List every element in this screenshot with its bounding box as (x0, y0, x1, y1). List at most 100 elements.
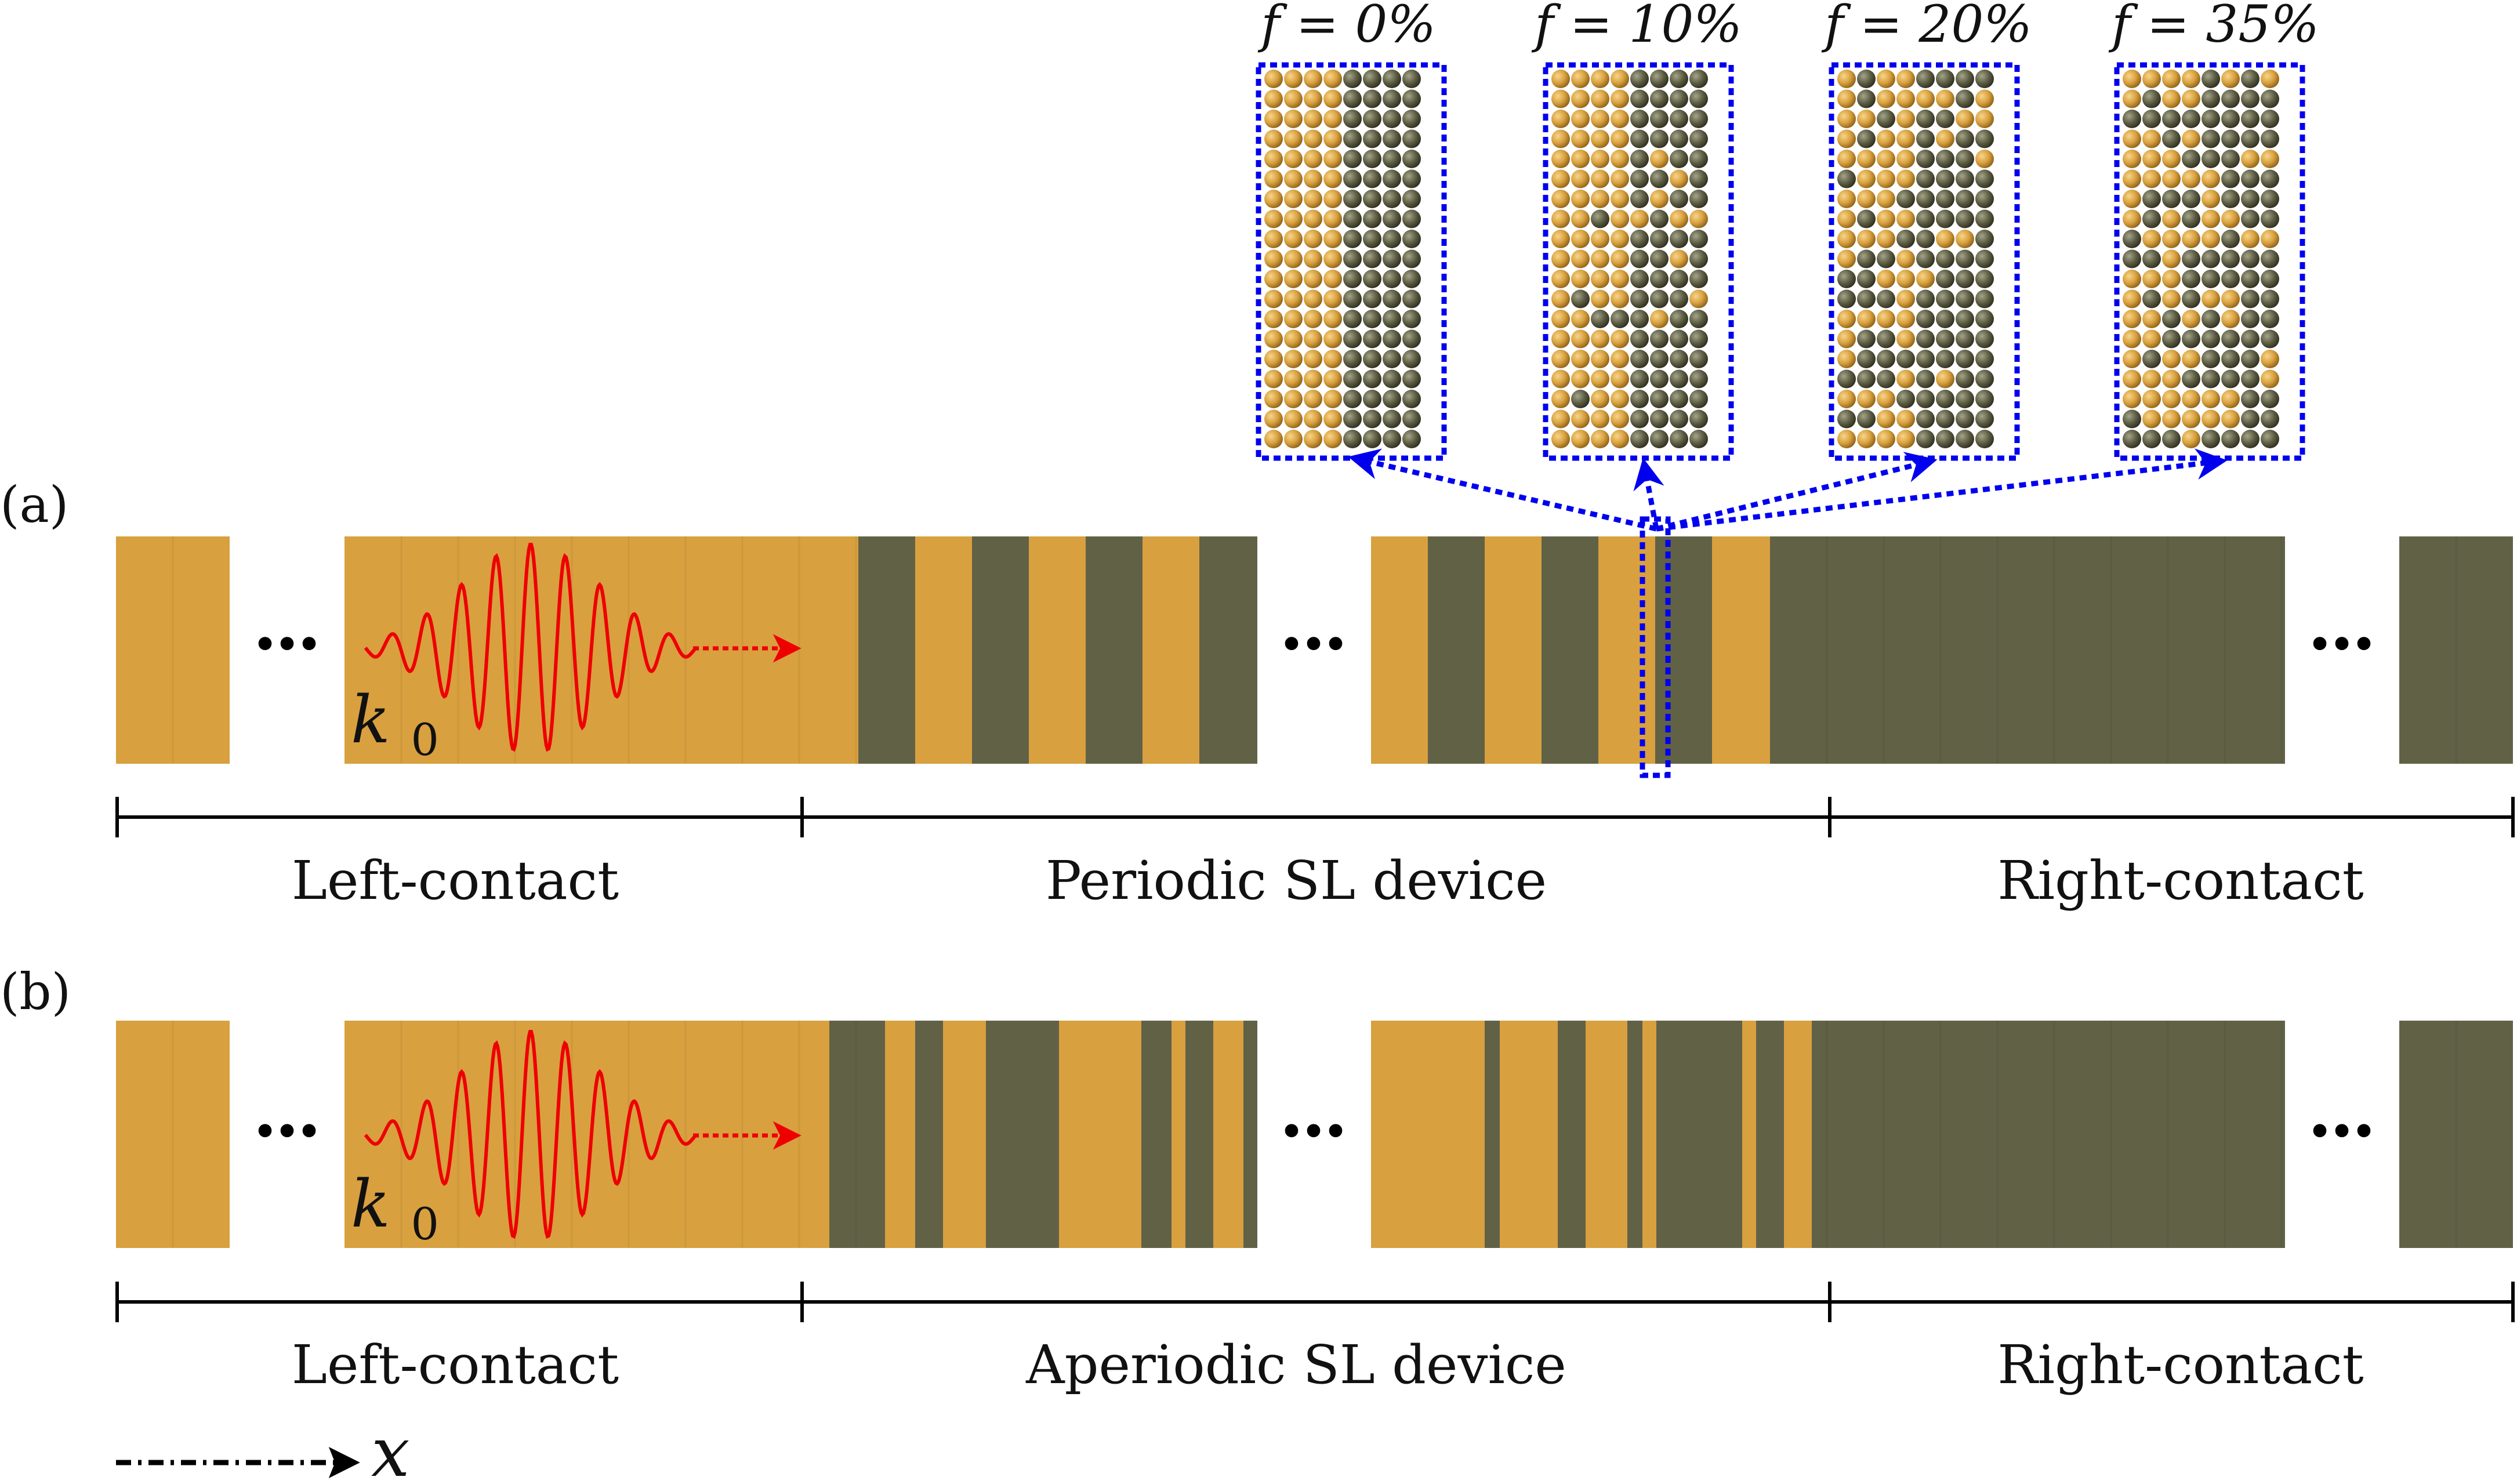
atom-sphere-icon (1650, 270, 1669, 288)
atom-sphere-icon (2202, 409, 2220, 429)
atom-sphere-icon (1877, 289, 1895, 309)
atom-sphere-icon (1284, 110, 1303, 128)
atom-sphere-icon (2241, 289, 2260, 309)
atom-sphere-icon (1571, 129, 1590, 148)
atom-sphere-icon (1611, 150, 1629, 168)
layer-strip-8 (1141, 1021, 1172, 1248)
atom-sphere-icon (1284, 369, 1303, 389)
atom-sphere-icon (1611, 390, 1629, 408)
atom-sphere-icon (1936, 270, 1954, 288)
atom-sphere-icon (1304, 390, 1322, 408)
atom-sphere-icon (1670, 329, 1688, 349)
atom-sphere-icon (1916, 310, 1935, 328)
atom-sphere-icon (1857, 430, 1876, 448)
atom-sphere-icon (1975, 409, 1994, 429)
atom-sphere-icon (1284, 430, 1303, 448)
layer-strip-9 (1172, 1021, 1185, 1248)
atom-sphere-icon (1650, 110, 1669, 128)
atom-sphere-icon (1571, 329, 1590, 349)
atom-sphere-icon (2142, 190, 2161, 208)
layer-strip-3 (885, 1021, 915, 1248)
layer-strip-21 (1742, 1021, 1756, 1248)
atom-sphere-icon (1591, 249, 1609, 269)
atom-sphere-icon (2202, 350, 2220, 368)
atom-sphere-icon (1551, 270, 1570, 288)
atom-sphere-icon (1896, 310, 1915, 328)
atom-sphere-icon (1956, 110, 1974, 128)
atom-sphere-icon (1611, 409, 1629, 429)
layer-strip-12 (1542, 536, 1598, 764)
atom-sphere-icon (1571, 190, 1590, 208)
atom-sphere-icon (1975, 249, 1994, 269)
atom-sphere-icon (1343, 390, 1362, 408)
ellipsis-dot-2-2: • (2351, 619, 2377, 672)
layer-strip-3 (915, 536, 972, 764)
atom-sphere-icon (1264, 270, 1283, 288)
atom-sphere-icon (2123, 70, 2141, 88)
inset-pointer-arrow-3 (1656, 448, 2228, 532)
layer-strip-13 (1371, 1021, 1485, 1248)
atom-sphere-icon (1551, 350, 1570, 368)
atom-sphere-icon (1877, 190, 1895, 208)
inset-2: f = 20% (1821, 0, 2032, 461)
atom-sphere-icon (1689, 230, 1708, 248)
inset-1-border (1543, 62, 1734, 461)
atom-sphere-icon (2182, 369, 2200, 389)
atom-sphere-icon (1343, 350, 1362, 368)
atom-sphere-icon (1975, 110, 1994, 128)
atom-sphere-icon (1304, 209, 1322, 228)
atom-sphere-icon (1837, 190, 1856, 208)
atom-sphere-icon (1670, 369, 1688, 389)
atom-sphere-icon (1304, 190, 1322, 208)
atom-sphere-icon (1571, 150, 1590, 168)
atom-sphere-icon (1343, 329, 1362, 349)
ellipsis-dot-0-2: • (296, 1106, 322, 1159)
atom-sphere-icon (1363, 350, 1381, 368)
atom-sphere-icon (1571, 169, 1590, 188)
atom-sphere-icon (2162, 249, 2181, 269)
atom-sphere-icon (1896, 390, 1915, 408)
atom-sphere-icon (1383, 190, 1401, 208)
atom-sphere-icon (1591, 169, 1609, 188)
atom-sphere-icon (1956, 230, 1974, 248)
atom-sphere-icon (1936, 129, 1954, 148)
atom-sphere-icon (1304, 329, 1322, 349)
atom-sphere-icon (2162, 350, 2181, 368)
atom-sphere-icon (2123, 409, 2141, 429)
atom-sphere-icon (1264, 209, 1283, 228)
atom-sphere-icon (1975, 209, 1994, 228)
atom-sphere-icon (1551, 129, 1570, 148)
ellipsis-dot-0-1: • (274, 1106, 300, 1159)
layer-strip-25 (2399, 1021, 2513, 1248)
atom-sphere-icon (2261, 390, 2279, 408)
atom-sphere-icon (1689, 310, 1708, 328)
atom-sphere-icon (2162, 329, 2181, 349)
atom-sphere-icon (1670, 150, 1688, 168)
inset-1-atom-grid (1551, 70, 1708, 448)
atom-sphere-icon (1689, 110, 1708, 128)
atom-sphere-icon (2182, 329, 2200, 349)
atom-sphere-icon (1630, 209, 1649, 228)
atom-sphere-icon (1936, 369, 1954, 389)
atom-sphere-icon (2202, 390, 2220, 408)
atom-sphere-icon (2202, 150, 2220, 168)
atom-sphere-icon (2202, 270, 2220, 288)
atom-sphere-icon (1304, 249, 1322, 269)
atom-sphere-icon (1402, 409, 1421, 429)
atom-sphere-icon (1363, 209, 1381, 228)
atom-sphere-icon (1650, 310, 1669, 328)
atom-sphere-icon (1857, 350, 1876, 368)
atom-sphere-icon (1689, 270, 1708, 288)
atom-sphere-icon (1689, 350, 1708, 368)
atom-sphere-icon (1650, 70, 1669, 88)
atom-sphere-icon (1630, 329, 1649, 349)
atom-sphere-icon (1630, 249, 1649, 269)
atom-sphere-icon (1304, 89, 1322, 108)
atom-sphere-icon (1571, 409, 1590, 429)
layer-strip-20 (1656, 1021, 1742, 1248)
atom-sphere-icon (1402, 310, 1421, 328)
atom-sphere-icon (1363, 390, 1381, 408)
atom-sphere-icon (1402, 190, 1421, 208)
layer-strip-1 (344, 1021, 829, 1248)
atom-sphere-icon (2142, 129, 2161, 148)
